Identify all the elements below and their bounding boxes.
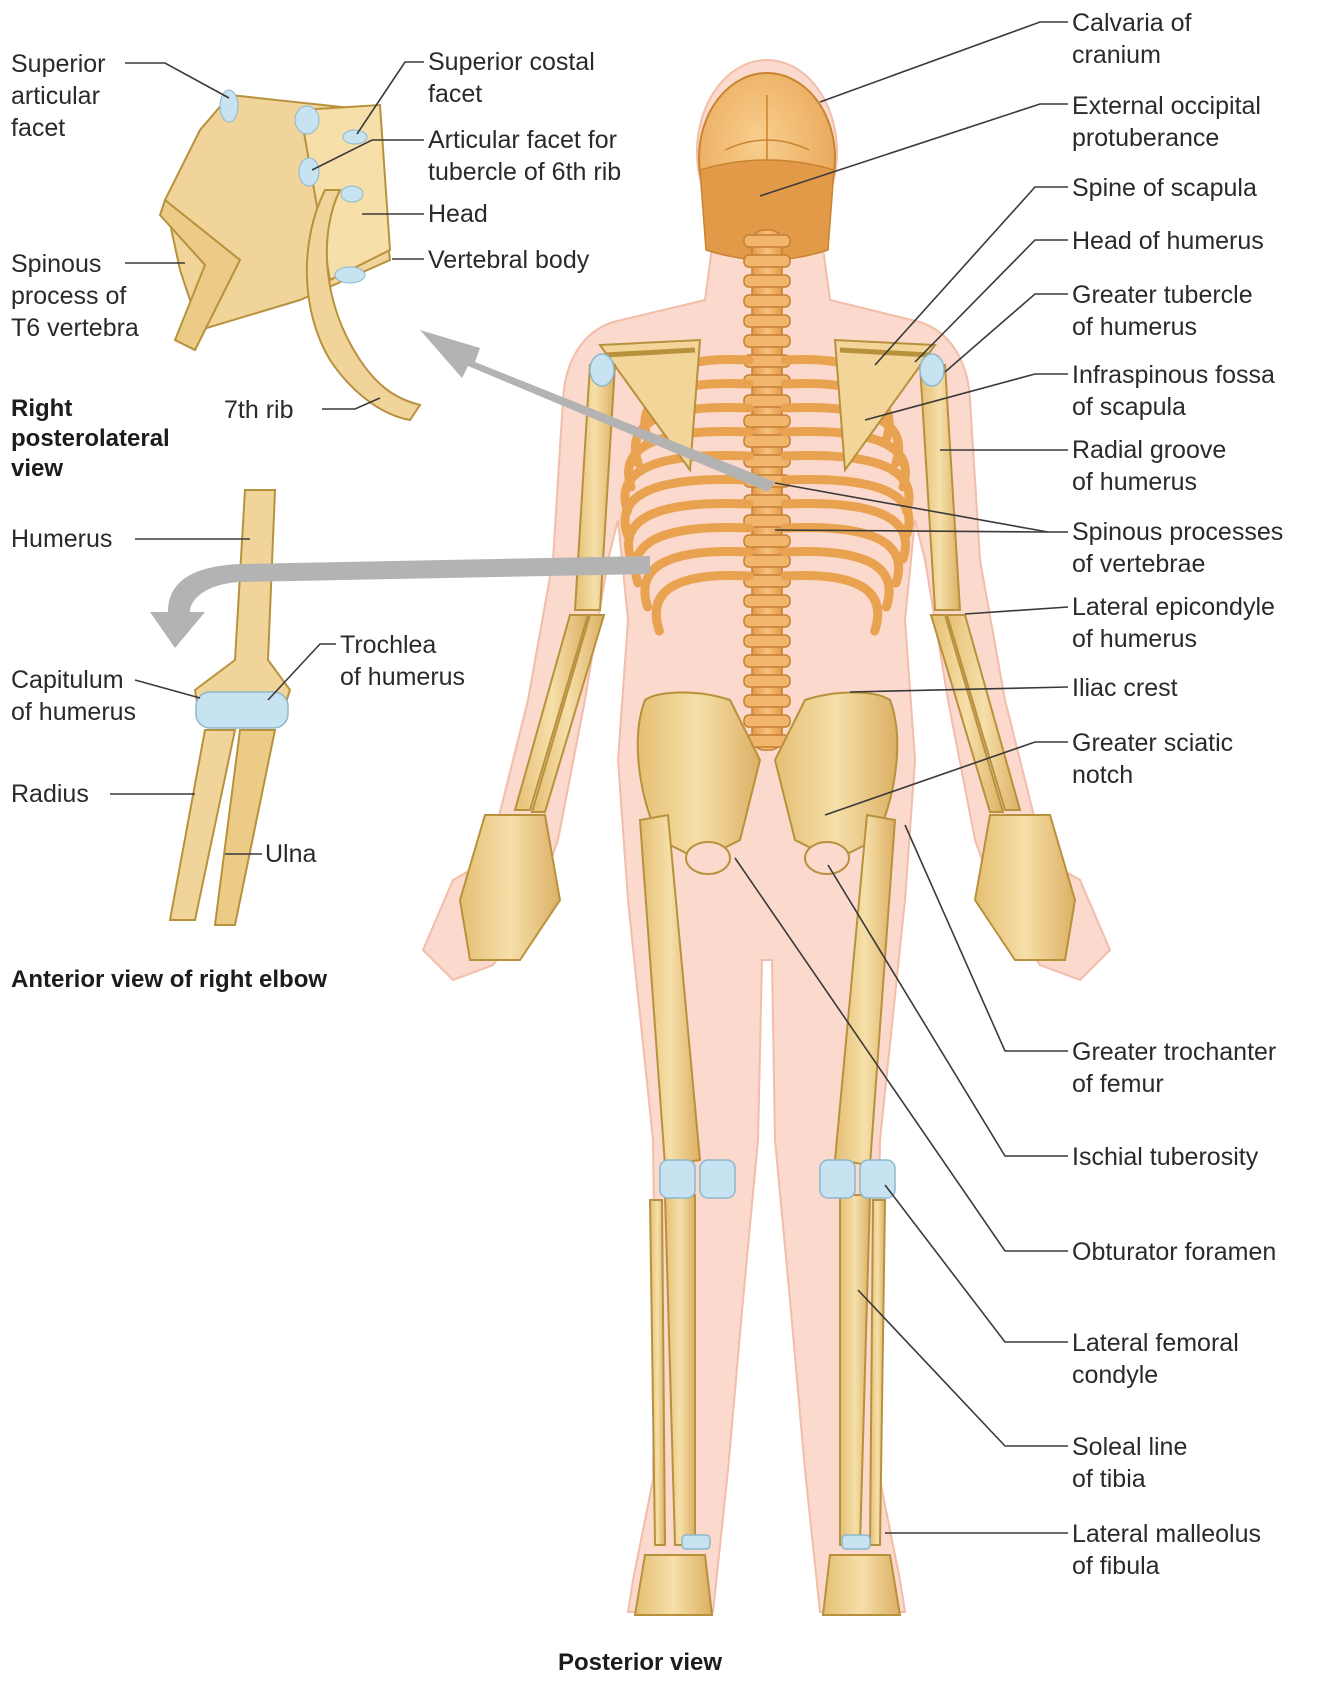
label-head: Head (428, 198, 488, 230)
vertebra-segment (744, 695, 790, 707)
label-line: of fibula (1072, 1550, 1261, 1582)
label-head-of-humerus: Head of humerus (1072, 225, 1264, 257)
label-lateral-malleolus: Lateral malleolus of fibula (1072, 1518, 1261, 1582)
label-ischial-tuberosity: Ischial tuberosity (1072, 1141, 1258, 1173)
label-line: of vertebrae (1072, 548, 1283, 580)
vertebra-segment (744, 295, 790, 307)
label-lateral-epicondyle: Lateral epicondyle of humerus (1072, 591, 1275, 655)
label-line: of humerus (1072, 311, 1253, 343)
label-radial-groove: Radial groove of humerus (1072, 434, 1226, 498)
caption-posterior-view: Posterior view (558, 1648, 722, 1678)
label-line: Lateral femoral (1072, 1327, 1239, 1359)
label-line: Trochlea (340, 629, 465, 661)
label-lateral-femoral-condyle: Lateral femoral condyle (1072, 1327, 1239, 1391)
label-greater-sciatic-notch: Greater sciatic notch (1072, 727, 1233, 791)
label-capitulum: Capitulum of humerus (11, 664, 136, 728)
label-line: facet (428, 78, 595, 110)
caption-elbow-view: Anterior view of right elbow (11, 965, 327, 995)
label-external-occipital: External occipital protuberance (1072, 90, 1261, 154)
label-ulna: Ulna (265, 838, 316, 870)
label-line: Infraspinous fossa (1072, 359, 1275, 391)
label-line: of femur (1072, 1068, 1276, 1100)
caption-line: posterolateral (11, 424, 170, 454)
label-trochlea: Trochlea of humerus (340, 629, 465, 693)
leader-line (858, 1290, 1068, 1446)
label-articular-facet-tubercle: Articular facet for tubercle of 6th rib (428, 124, 621, 188)
vertebra-segment (744, 435, 790, 447)
label-line: of humerus (1072, 466, 1226, 498)
label-line: Greater sciatic (1072, 727, 1233, 759)
label-7th-rib: 7th rib (224, 394, 293, 426)
label-superior-articular-facet: Superior articular facet (11, 48, 106, 144)
leader-line (125, 63, 229, 98)
vertebra-segment (744, 715, 790, 727)
label-line: T6 vertebra (11, 312, 139, 344)
label-obturator-foramen: Obturator foramen (1072, 1236, 1276, 1268)
vertebra-segment (744, 315, 790, 327)
label-line: Lateral epicondyle (1072, 591, 1275, 623)
vertebra-segment (744, 615, 790, 627)
label-calvaria: Calvaria of cranium (1072, 7, 1192, 71)
caption-line: view (11, 454, 170, 484)
label-vertebral-body: Vertebral body (428, 244, 589, 276)
label-line: Greater trochanter (1072, 1036, 1276, 1068)
label-superior-costal-facet: Superior costal facet (428, 46, 595, 110)
label-soleal-line: Soleal line of tibia (1072, 1431, 1187, 1495)
leader-line (945, 294, 1068, 372)
leader-line (135, 680, 200, 698)
label-line: of humerus (11, 696, 136, 728)
vertebra-segment (744, 595, 790, 607)
vertebra-segment (744, 635, 790, 647)
caption-posterolateral-view: Right posterolateral view (11, 394, 170, 484)
caption-line: Right (11, 394, 170, 424)
label-greater-trochanter: Greater trochanter of femur (1072, 1036, 1276, 1100)
label-line: tubercle of 6th rib (428, 156, 621, 188)
label-line: of humerus (1072, 623, 1275, 655)
label-line: of humerus (340, 661, 465, 693)
label-iliac-crest: Iliac crest (1072, 672, 1178, 704)
label-line: Greater tubercle (1072, 279, 1253, 311)
label-line: Radial groove (1072, 434, 1226, 466)
label-line: Spinous processes (1072, 516, 1283, 548)
label-line: Superior costal (428, 46, 595, 78)
label-line: Superior (11, 48, 106, 80)
label-line: articular (11, 80, 106, 112)
label-line: notch (1072, 759, 1233, 791)
label-greater-tubercle: Greater tubercle of humerus (1072, 279, 1253, 343)
label-line: process of (11, 280, 139, 312)
vertebra-segment (744, 275, 790, 287)
label-line: Articular facet for (428, 124, 621, 156)
label-line: condyle (1072, 1359, 1239, 1391)
label-line: Soleal line (1072, 1431, 1187, 1463)
label-line: External occipital (1072, 90, 1261, 122)
label-radius: Radius (11, 778, 89, 810)
vertebra-segment (744, 255, 790, 267)
label-infraspinous-fossa: Infraspinous fossa of scapula (1072, 359, 1275, 423)
vertebra-segment (744, 535, 790, 547)
label-spinous-processes: Spinous processes of vertebrae (1072, 516, 1283, 580)
vertebra-segment (744, 415, 790, 427)
leader-line (820, 22, 1068, 102)
label-line: cranium (1072, 39, 1192, 71)
label-spinous-process-t6: Spinous process of T6 vertebra (11, 248, 139, 344)
label-line: Calvaria of (1072, 7, 1192, 39)
label-line: of tibia (1072, 1463, 1187, 1495)
vertebra-segment (744, 335, 790, 347)
label-line: Capitulum (11, 664, 136, 696)
label-line: facet (11, 112, 106, 144)
label-line: protuberance (1072, 122, 1261, 154)
vertebra-segment (744, 235, 790, 247)
vertebra-segment (744, 555, 790, 567)
label-line: of scapula (1072, 391, 1275, 423)
vertebra-segment (744, 675, 790, 687)
label-line: Spinous (11, 248, 139, 280)
vertebra-segment (744, 655, 790, 667)
label-humerus: Humerus (11, 523, 112, 555)
label-line: Lateral malleolus (1072, 1518, 1261, 1550)
label-spine-of-scapula: Spine of scapula (1072, 172, 1257, 204)
